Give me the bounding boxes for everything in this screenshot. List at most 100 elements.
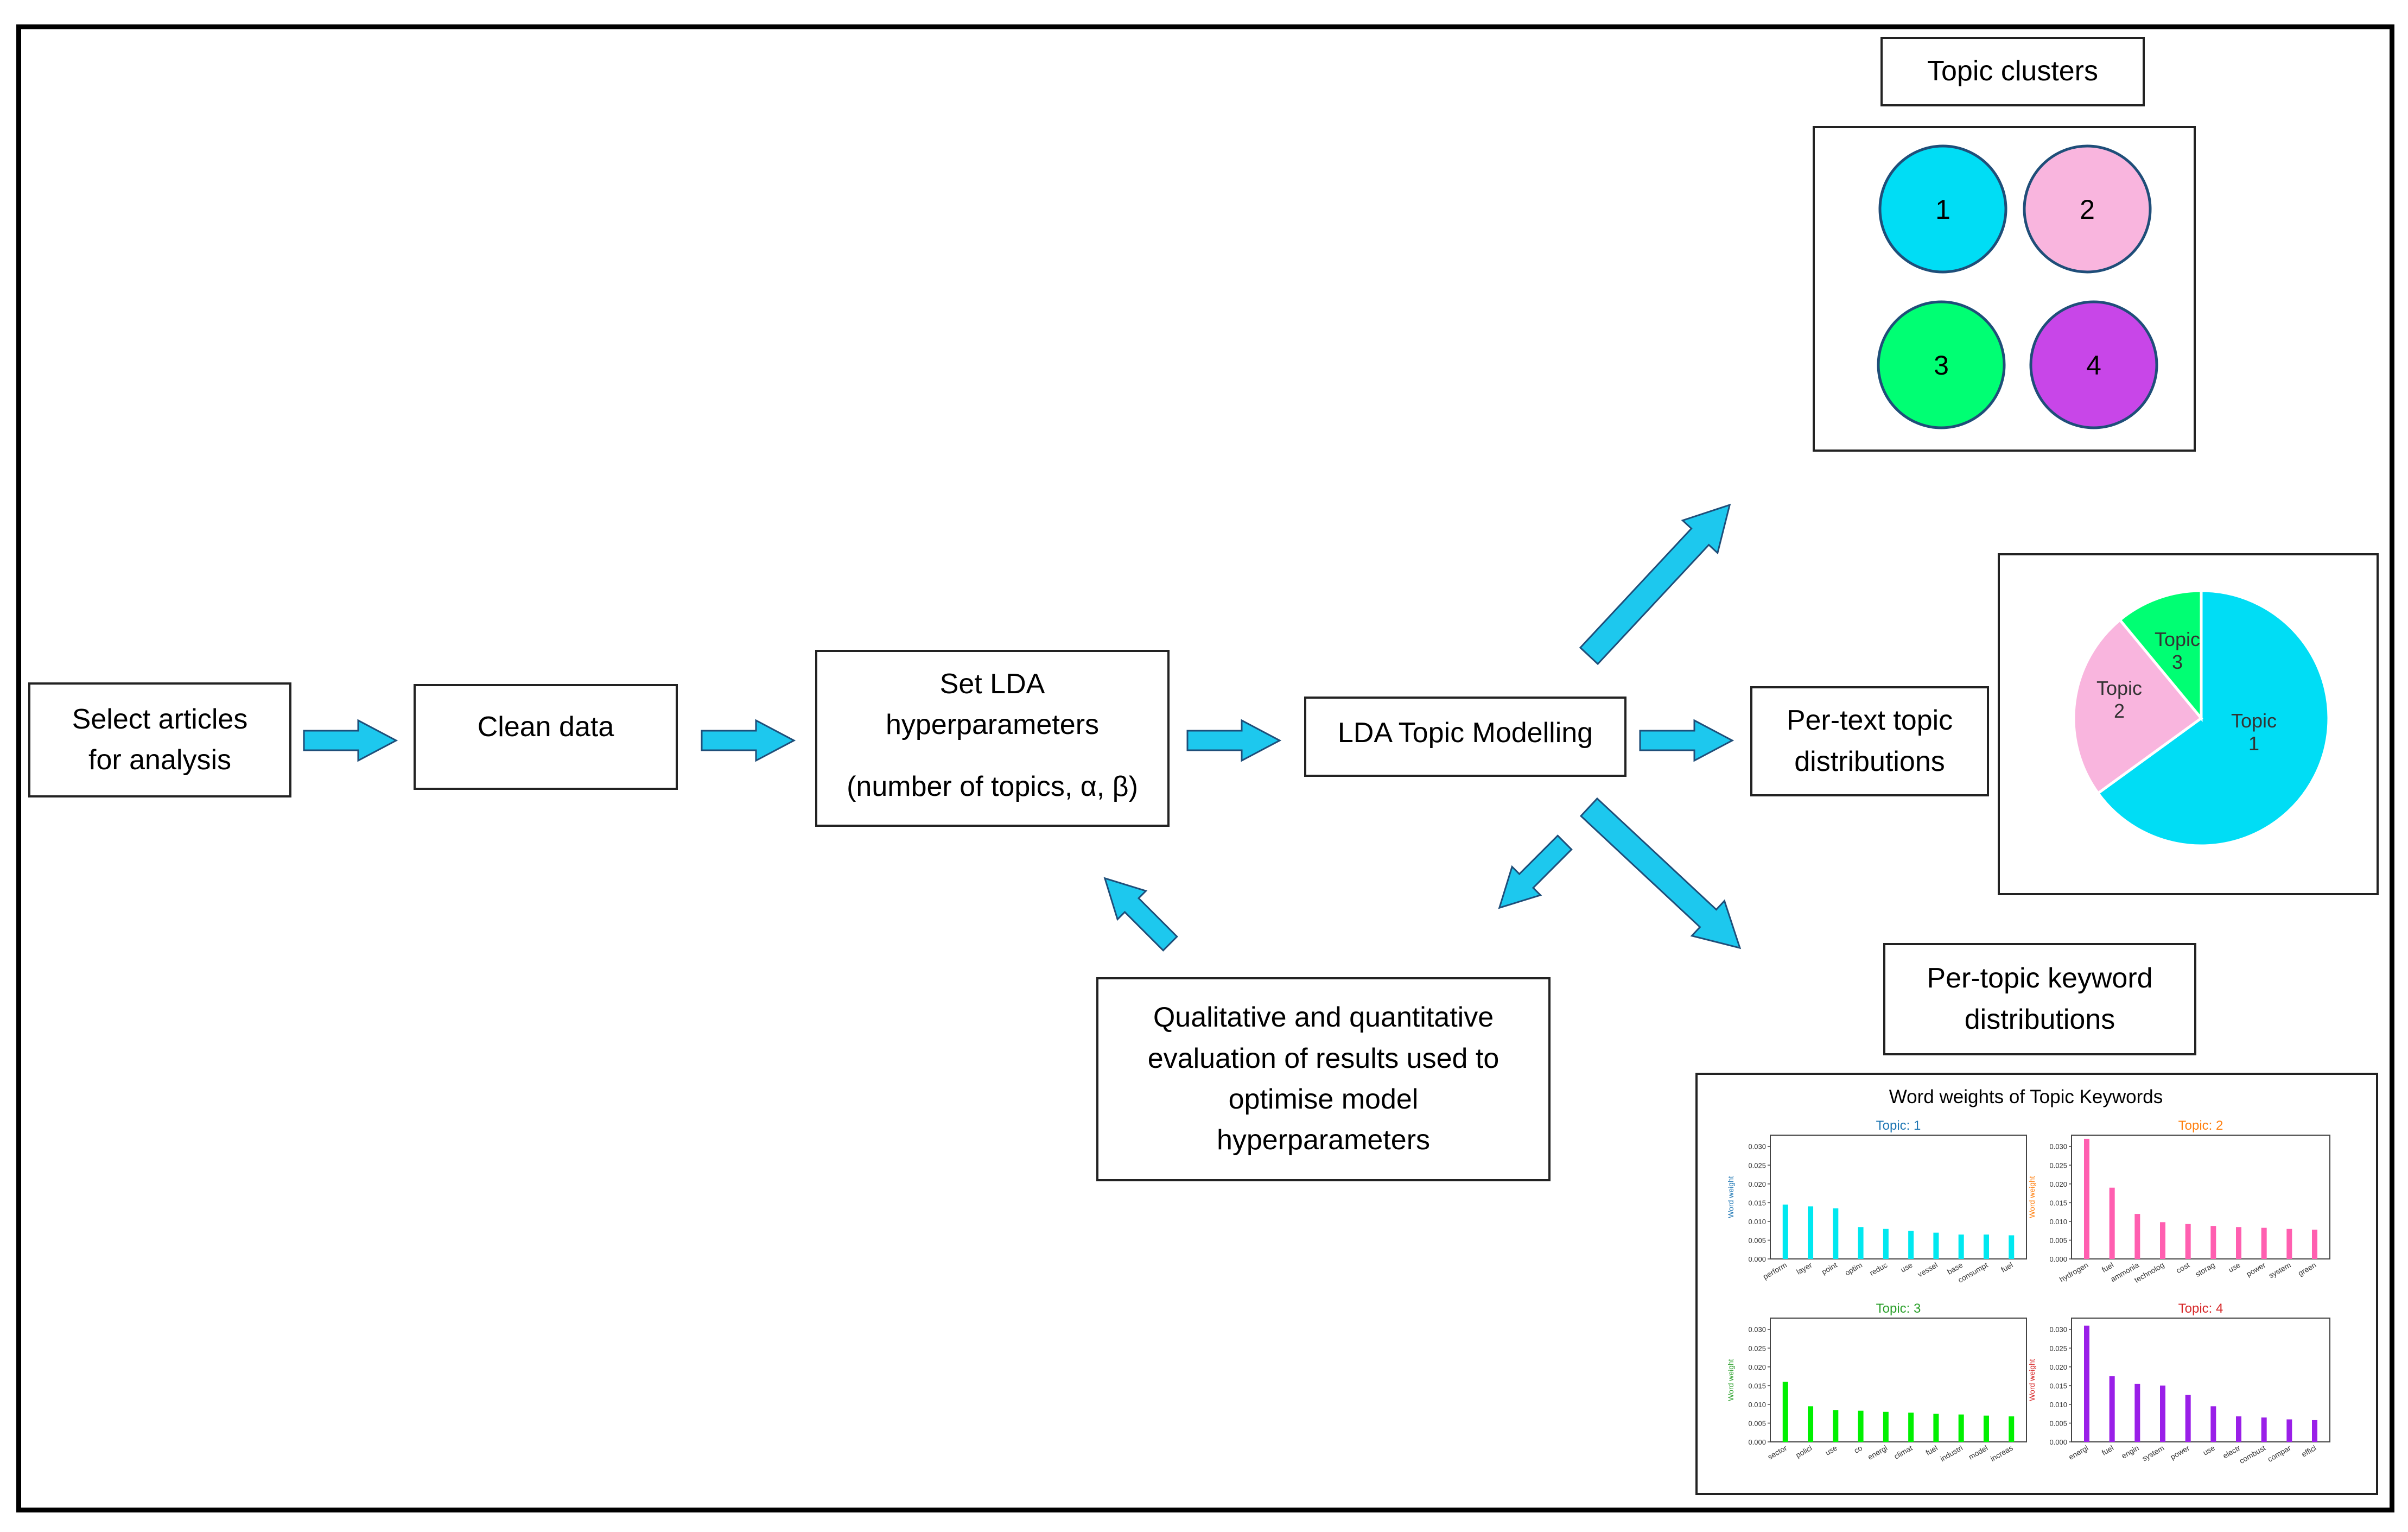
y-tick-label: 0.025	[2049, 1161, 2067, 1169]
x-tick-label: energi	[2067, 1444, 2090, 1461]
y-tick-label: 0.005	[1748, 1419, 1766, 1427]
x-tick-label: reduc	[1868, 1261, 1889, 1277]
keyword-chart-ylabel: Word weight	[1726, 1359, 1735, 1401]
evaluation-box: Qualitative and quantitative evaluation …	[1096, 977, 1551, 1181]
y-tick-label: 0.010	[2049, 1218, 2067, 1226]
x-tick-label: use	[2201, 1444, 2216, 1457]
y-tick-label: 0.020	[2049, 1180, 2067, 1188]
x-tick-label: engin	[2120, 1444, 2140, 1460]
keyword-bar-fuel	[1933, 1414, 1939, 1442]
x-tick-label: use	[1899, 1261, 1914, 1274]
set-lda-params: (number of topics, α, β)	[847, 770, 1138, 802]
x-tick-label: green	[2296, 1261, 2317, 1278]
x-tick-label: energi	[1866, 1444, 1889, 1461]
select-articles-label-2: for analysis	[88, 744, 231, 776]
keyword-bar-fuel	[2009, 1235, 2015, 1259]
clean-data-label: Clean data	[477, 711, 614, 743]
y-tick-label: 0.030	[2049, 1143, 2067, 1151]
x-tick-label: cost	[2175, 1261, 2191, 1275]
y-tick-label: 0.030	[2049, 1326, 2067, 1334]
keyword-bar-layer	[1808, 1206, 1814, 1259]
set-lda-label: Set LDA	[939, 668, 1045, 700]
keyword-bar-effici	[2312, 1420, 2317, 1442]
keyword-bar-base	[1958, 1235, 1964, 1259]
keyword-bar-energi	[2084, 1325, 2089, 1442]
keyword-chart-axes	[1770, 1135, 2027, 1259]
y-tick-label: 0.010	[2049, 1401, 2067, 1409]
y-tick-label: 0.000	[2049, 1255, 2067, 1263]
y-tick-label: 0.000	[1748, 1255, 1766, 1263]
y-tick-label: 0.025	[2049, 1344, 2067, 1352]
per-text-box: Per-text topic distributions	[1750, 686, 1989, 796]
keyword-bar-use	[2236, 1227, 2241, 1259]
y-tick-label: 0.010	[1748, 1401, 1766, 1409]
set-lda-label-2: hyperparameters	[885, 709, 1100, 741]
evaluation-label-4: hyperparameters	[1216, 1124, 1431, 1156]
keyword-bar-ammonia	[2134, 1214, 2140, 1259]
cluster-circle-2	[2023, 144, 2152, 274]
topic-clusters-title: Topic clusters	[1927, 55, 2098, 87]
x-tick-label: system	[2140, 1444, 2165, 1463]
x-tick-label: increas	[1989, 1444, 2015, 1463]
x-tick-label: model	[1967, 1444, 1989, 1461]
pie-slice-3	[2118, 589, 2203, 722]
y-tick-label: 0.010	[1748, 1218, 1766, 1226]
x-tick-label: fuel	[1924, 1444, 1939, 1457]
y-tick-label: 0.015	[2049, 1199, 2067, 1207]
y-tick-label: 0.030	[1748, 1143, 1766, 1151]
per-text-label-2: distributions	[1794, 745, 1945, 777]
x-tick-label: industri	[1939, 1444, 1964, 1463]
x-tick-label: perform	[1761, 1261, 1788, 1281]
y-tick-label: 0.020	[2049, 1363, 2067, 1371]
keyword-chart-axes	[1770, 1318, 2027, 1442]
keyword-bar-polici	[1808, 1406, 1814, 1442]
y-tick-label: 0.015	[1748, 1199, 1766, 1207]
keyword-bar-increas	[2009, 1416, 2015, 1442]
x-tick-label: fuel	[2100, 1444, 2115, 1457]
keyword-bar-compar	[2286, 1419, 2292, 1442]
x-tick-label: system	[2267, 1261, 2292, 1280]
cluster-label-2: 2	[2080, 194, 2095, 225]
keyword-bar-fuel	[2109, 1376, 2115, 1442]
evaluation-label-3: optimise model	[1228, 1084, 1419, 1115]
x-tick-label: storag	[2194, 1261, 2216, 1278]
keyword-chart-ylabel: Word weight	[2028, 1359, 2036, 1401]
x-tick-label: fuel	[2100, 1261, 2115, 1274]
x-tick-label: layer	[1795, 1261, 1814, 1276]
keyword-chart-subtitle: Topic: 3	[1876, 1301, 1921, 1316]
per-text-label: Per-text topic	[1786, 705, 1953, 737]
keyword-bar-industri	[1958, 1414, 1964, 1442]
keyword-bar-use	[2210, 1406, 2216, 1442]
evaluation-label: Qualitative and quantitative	[1153, 1002, 1494, 1034]
cluster-label-1: 1	[1935, 194, 1950, 225]
keyword-bar-perform	[1782, 1204, 1788, 1259]
x-tick-label: compar	[2266, 1444, 2292, 1464]
keyword-chart-title: Word weights of Topic Keywords	[1889, 1086, 2163, 1107]
y-tick-label: 0.030	[1748, 1326, 1766, 1334]
cluster-circle-3	[1877, 300, 2006, 429]
cluster-circle-4	[2029, 300, 2158, 429]
y-tick-label: 0.020	[1748, 1363, 1766, 1371]
keyword-bar-electr	[2236, 1416, 2241, 1442]
per-topic-keyword-label: Per-topic keyword	[1927, 963, 2153, 995]
pie-slice-2	[2072, 618, 2203, 795]
keyword-bar-use	[1908, 1231, 1914, 1259]
cluster-circle-1	[1878, 144, 2007, 274]
keyword-bar-consumpt	[1983, 1235, 1989, 1259]
lda-topic-modelling-label: LDA Topic Modelling	[1337, 717, 1593, 749]
x-tick-label: power	[2169, 1444, 2191, 1461]
x-tick-label: vessel	[1916, 1261, 1939, 1279]
keyword-bar-optim	[1858, 1227, 1864, 1259]
pie-label-1: Topic	[2231, 710, 2277, 732]
x-tick-label: climat	[1892, 1444, 1914, 1461]
x-tick-label: use	[2227, 1261, 2242, 1274]
keyword-bar-vessel	[1933, 1232, 1939, 1259]
keyword-bar-system	[2160, 1385, 2165, 1442]
cluster-label-4: 4	[2086, 350, 2101, 381]
keyword-chart-ylabel: Word weight	[2028, 1176, 2036, 1218]
evaluation-label-2: evaluation of results used to	[1147, 1042, 1500, 1074]
